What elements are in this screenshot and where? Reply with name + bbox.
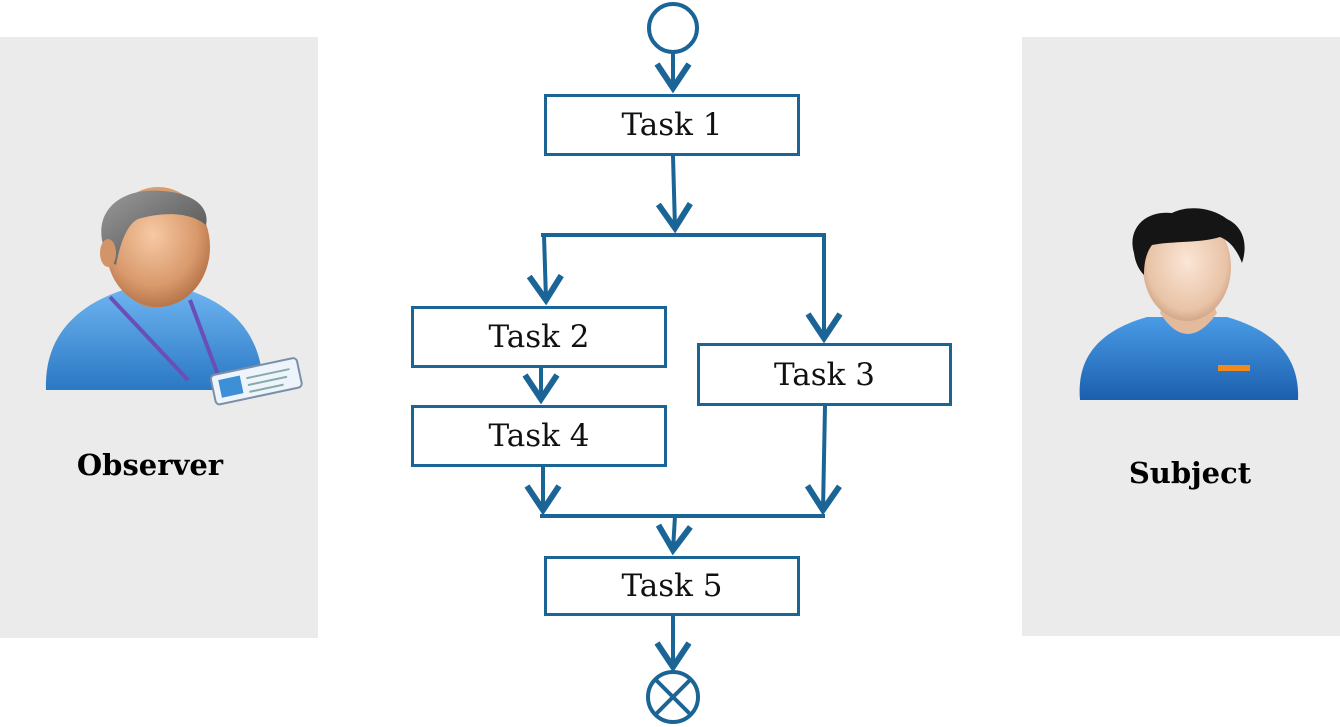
- start-circle-icon: [647, 2, 699, 54]
- task-5-box: Task 5: [544, 556, 800, 616]
- task-2-box: Task 2: [411, 306, 667, 368]
- observer-label: Observer: [76, 448, 224, 482]
- subject-person-icon: [1079, 208, 1299, 400]
- arrow-split-task2: [526, 234, 564, 306]
- task-1-box: Task 1: [544, 94, 800, 156]
- task-4-box: Task 4: [411, 405, 667, 467]
- arrow-task1-split: [655, 155, 693, 234]
- end-circle-x-icon: [646, 670, 700, 724]
- subject-label: Subject: [1128, 456, 1252, 490]
- task-3-box: Task 3: [697, 343, 952, 406]
- arrow-task3-join: [804, 405, 842, 516]
- arrow-join-task5: [655, 515, 693, 556]
- observer-person-icon: [45, 187, 303, 406]
